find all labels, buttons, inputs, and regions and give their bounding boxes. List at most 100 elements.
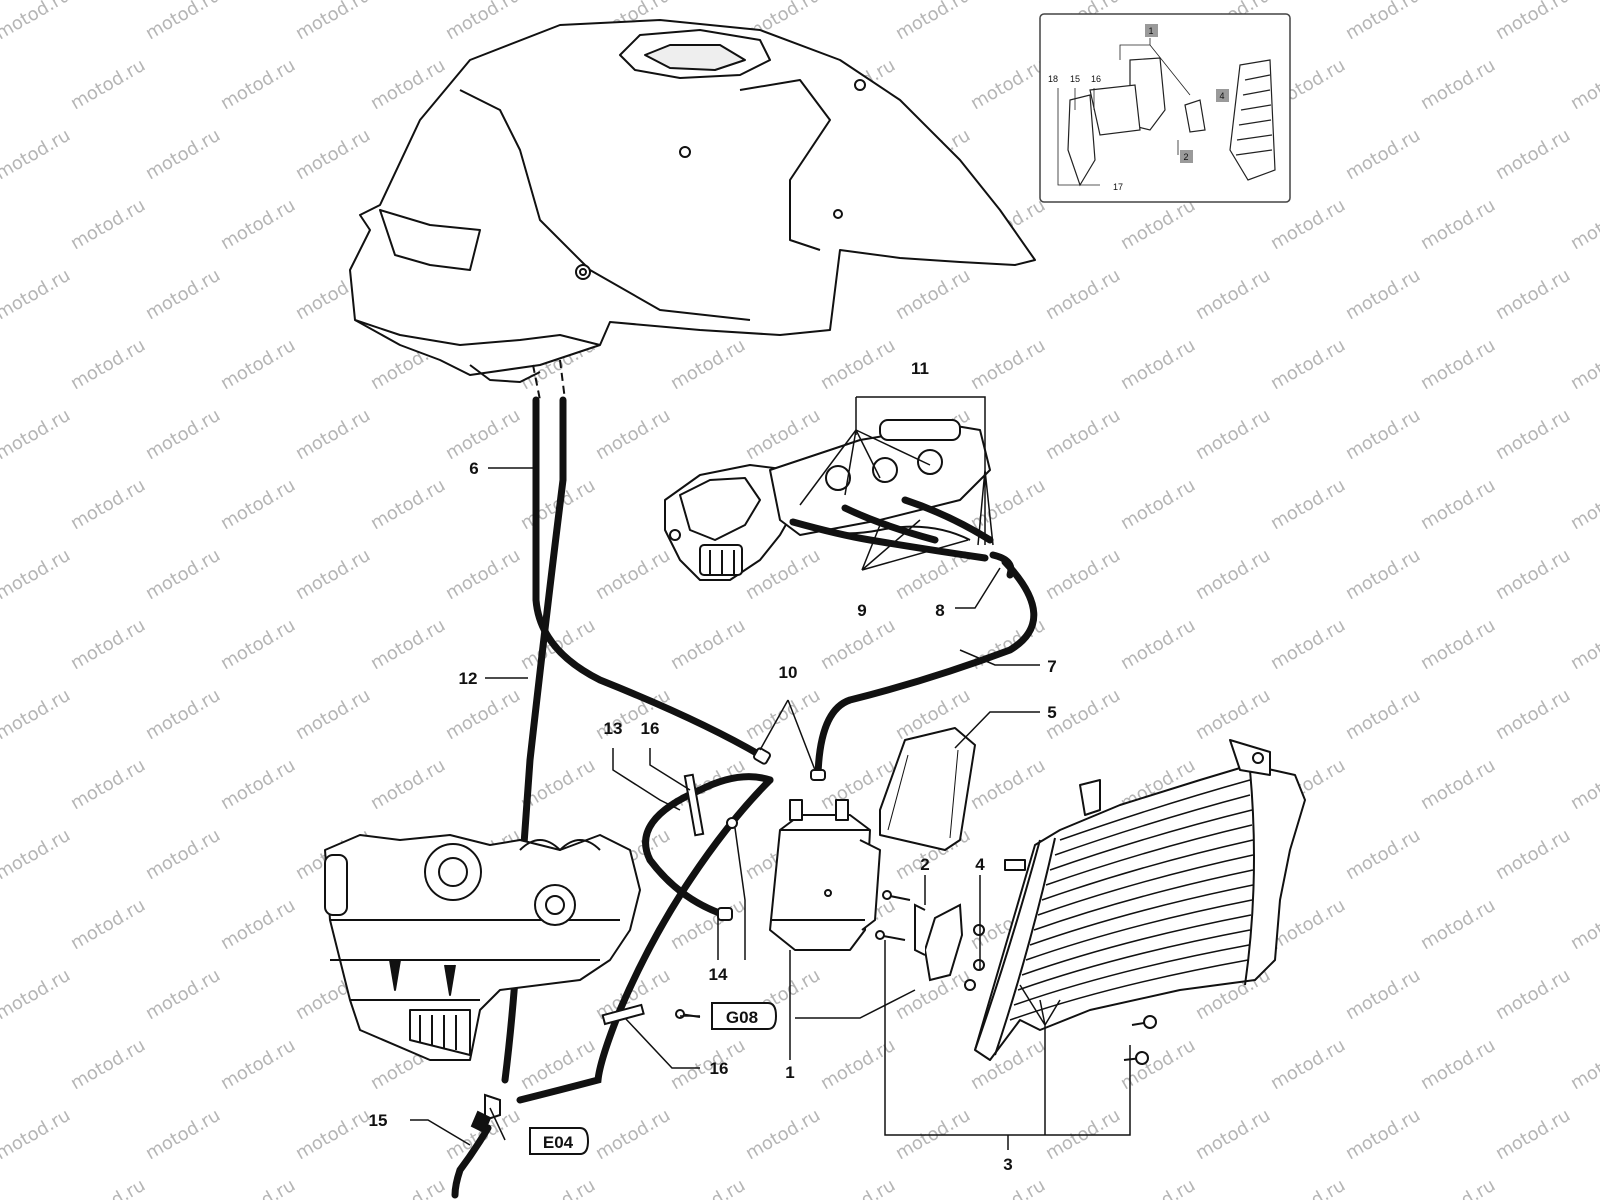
- callout-15: 15: [369, 1111, 388, 1130]
- watermark-text: motod.ru: [1342, 545, 1424, 604]
- watermark-text: motod.ru: [1117, 1175, 1199, 1200]
- watermark-text: motod.ru: [67, 755, 149, 814]
- watermark-text: motod.ru: [367, 615, 449, 674]
- callout-16-upper: 16: [641, 719, 660, 738]
- callout-10: 10: [779, 663, 798, 682]
- watermark-text: motod.ru: [667, 615, 749, 674]
- inset-num-1: 1: [1148, 26, 1153, 36]
- watermark-text: motod.ru: [217, 615, 299, 674]
- watermark-text: motod.ru: [1492, 825, 1574, 884]
- watermark-text: motod.ru: [667, 1175, 749, 1200]
- watermark-text: motod.ru: [1567, 895, 1600, 954]
- watermark-text: motod.ru: [667, 335, 749, 394]
- watermark-text: motod.ru: [1567, 1175, 1600, 1200]
- watermark-text: motod.ru: [1042, 405, 1124, 464]
- watermark-text: motod.ru: [67, 895, 149, 954]
- watermark-text: motod.ru: [742, 1105, 824, 1164]
- watermark-text: motod.ru: [367, 755, 449, 814]
- watermark-text: motod.ru: [1267, 1035, 1349, 1094]
- watermark-text: motod.ru: [217, 195, 299, 254]
- watermark-text: motod.ru: [0, 545, 74, 604]
- fittings: [470, 747, 826, 1134]
- watermark-text: motod.ru: [1192, 1105, 1274, 1164]
- inset-view: 1 4 2 18 15 16 17: [1039, 13, 1291, 203]
- callout-8: 8: [935, 601, 944, 620]
- callout-6: 6: [469, 459, 478, 478]
- watermark-text: motod.ru: [967, 55, 1049, 114]
- watermark-text: motod.ru: [0, 0, 74, 44]
- ref-g08: G08: [711, 1002, 778, 1030]
- watermark-text: motod.ru: [1342, 265, 1424, 324]
- watermark-text: motod.ru: [592, 545, 674, 604]
- watermark-text: motod.ru: [442, 685, 524, 744]
- watermark-text: motod.ru: [817, 1175, 899, 1200]
- watermark-text: motod.ru: [1267, 615, 1349, 674]
- watermark-text: motod.ru: [1342, 685, 1424, 744]
- watermark-text: motod.ru: [1567, 195, 1600, 254]
- watermark-text: motod.ru: [0, 965, 74, 1024]
- watermark-text: motod.ru: [142, 125, 224, 184]
- watermark-text: motod.ru: [1417, 895, 1499, 954]
- watermark-text: motod.ru: [1192, 545, 1274, 604]
- callout-7: 7: [1047, 657, 1056, 676]
- watermark-text: motod.ru: [367, 475, 449, 534]
- ref-g08-label: G08: [726, 1008, 758, 1027]
- watermark-text: motod.ru: [1342, 0, 1424, 44]
- inset-num-4: 4: [1219, 91, 1224, 101]
- radiator-fins: [1009, 779, 1254, 1021]
- watermark-text: motod.ru: [292, 545, 374, 604]
- watermark-text: motod.ru: [1192, 685, 1274, 744]
- watermark-text: motod.ru: [1417, 195, 1499, 254]
- watermark-text: motod.ru: [217, 755, 299, 814]
- leader-lines: [410, 396, 1131, 1150]
- watermark-text: motod.ru: [442, 545, 524, 604]
- watermark-text: motod.ru: [292, 125, 374, 184]
- watermark-text: motod.ru: [142, 965, 224, 1024]
- watermark-text: motod.ru: [142, 1105, 224, 1164]
- watermark-text: motod.ru: [0, 125, 74, 184]
- watermark-text: motod.ru: [142, 825, 224, 884]
- callout-12: 12: [459, 669, 478, 688]
- watermark-text: motod.ru: [1567, 475, 1600, 534]
- watermark-text: motod.ru: [67, 475, 149, 534]
- watermark-text: motod.ru: [1492, 405, 1574, 464]
- inset-num-15: 15: [1070, 74, 1080, 84]
- watermark-text: motod.ru: [892, 265, 974, 324]
- watermark-text: motod.ru: [1417, 1175, 1499, 1200]
- watermark-text: motod.ru: [67, 1035, 149, 1094]
- watermark-text: motod.ru: [1192, 405, 1274, 464]
- watermark-text: motod.ru: [1492, 685, 1574, 744]
- watermark-text: motod.ru: [1492, 965, 1574, 1024]
- watermark-text: motod.ru: [1567, 1035, 1600, 1094]
- watermark-text: motod.ru: [1567, 55, 1600, 114]
- callout-9: 9: [857, 601, 866, 620]
- watermark-text: motod.ru: [742, 685, 824, 744]
- watermark-text: motod.ru: [1342, 965, 1424, 1024]
- callout-14: 14: [709, 965, 728, 984]
- watermark-text: motod.ru: [142, 265, 224, 324]
- watermark-text: motod.ru: [442, 405, 524, 464]
- watermark-text: motod.ru: [1042, 265, 1124, 324]
- watermark-text: motod.ru: [1267, 1175, 1349, 1200]
- watermark-text: motod.ru: [0, 685, 74, 744]
- watermark-text: motod.ru: [1192, 265, 1274, 324]
- watermark-text: motod.ru: [142, 545, 224, 604]
- callout-2: 2: [920, 855, 929, 874]
- throttle-body: [664, 419, 991, 581]
- callout-13: 13: [604, 719, 623, 738]
- watermark-text: motod.ru: [967, 1175, 1049, 1200]
- watermark-text: motod.ru: [1492, 125, 1574, 184]
- watermark-text: motod.ru: [367, 1175, 449, 1200]
- watermark-text: motod.ru: [1492, 545, 1574, 604]
- watermark-text: motod.ru: [1567, 335, 1600, 394]
- watermark-text: motod.ru: [67, 1175, 149, 1200]
- watermark-text: motod.ru: [1417, 335, 1499, 394]
- hose-16: [516, 776, 774, 1104]
- watermark-text: motod.ru: [667, 895, 749, 954]
- inset-num-17: 17: [1113, 182, 1123, 192]
- ref-e04: E04: [529, 1127, 590, 1155]
- watermark-text: motod.ru: [292, 405, 374, 464]
- inset-num-18: 18: [1048, 74, 1058, 84]
- watermark-text: motod.ru: [1267, 335, 1349, 394]
